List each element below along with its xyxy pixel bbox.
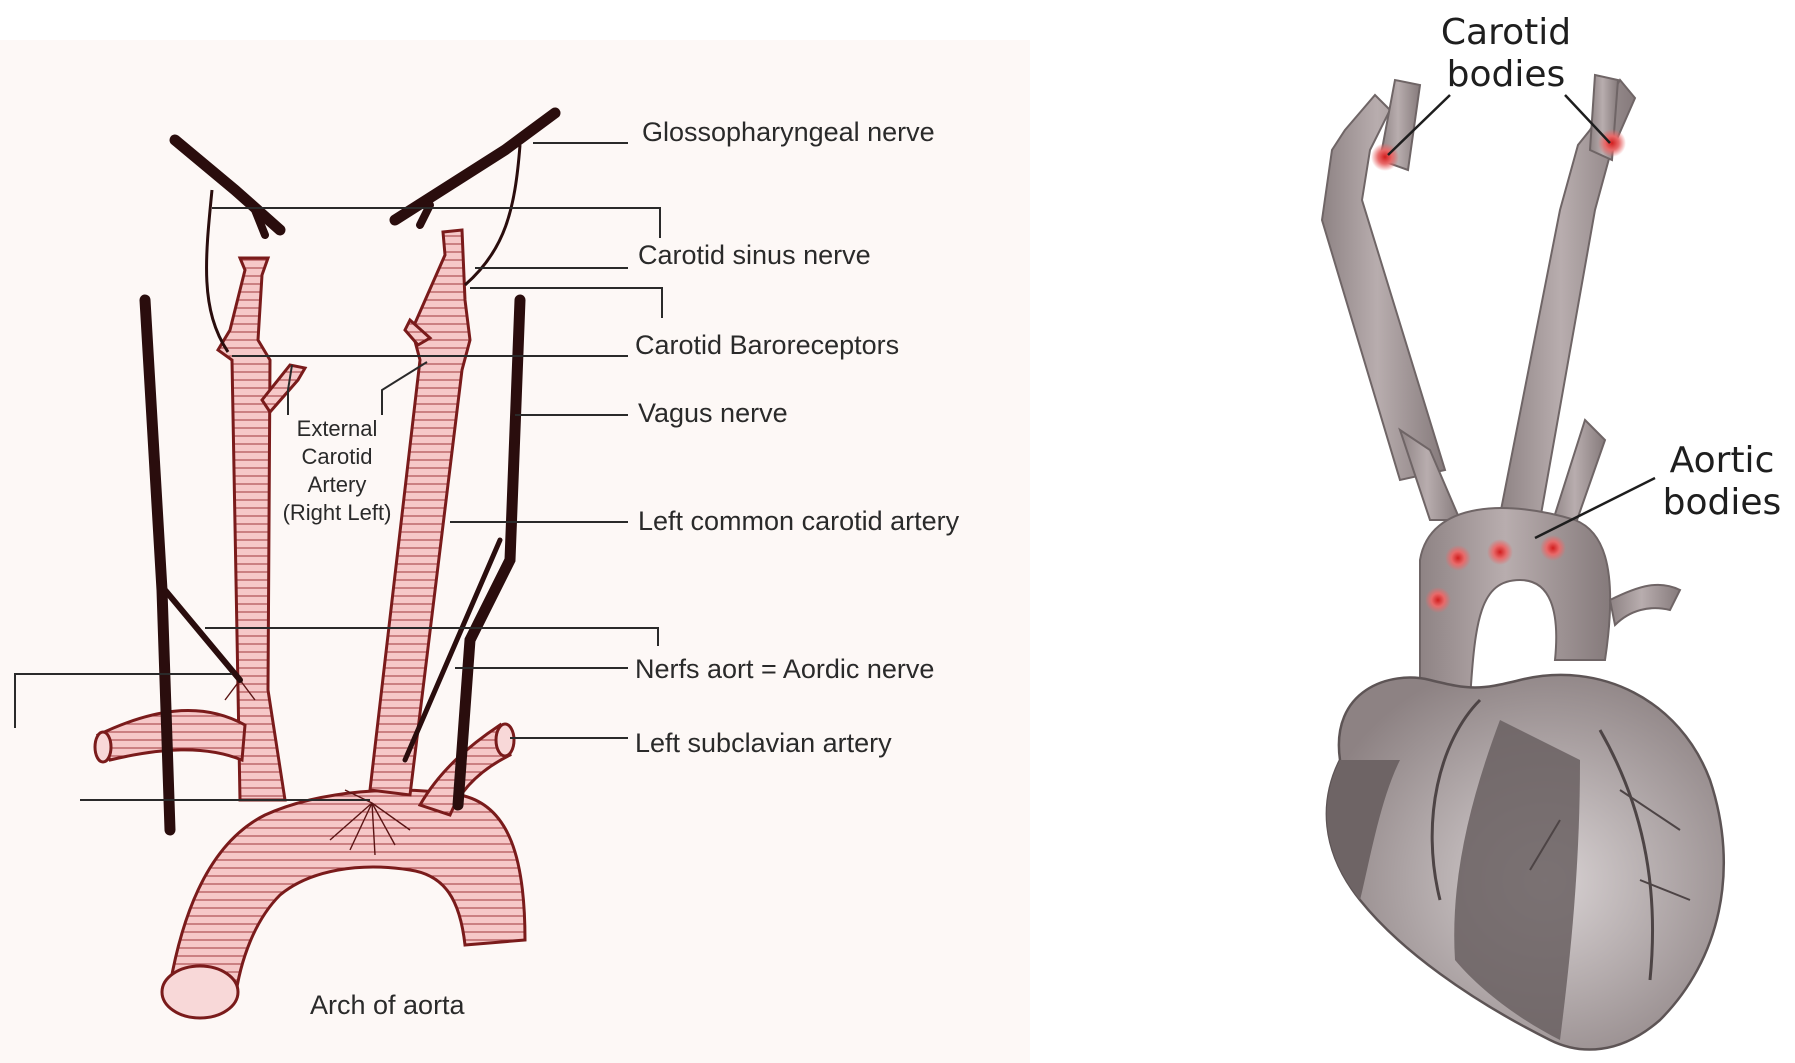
aortic-body-4 bbox=[1425, 587, 1451, 613]
glossopharyngeal-nerves bbox=[169, 107, 561, 239]
label-arch-of-aorta: Arch of aorta bbox=[310, 990, 466, 1020]
label-carotid-baroreceptors: Carotid Baroreceptors bbox=[635, 330, 899, 360]
aortic-body-2 bbox=[1487, 539, 1513, 565]
aortic-nerve-radiations bbox=[224, 679, 411, 856]
leader-lines-left bbox=[14, 142, 663, 801]
label-carotid-sinus-nerve: Carotid sinus nerve bbox=[638, 240, 871, 270]
aortic-body-1 bbox=[1445, 545, 1471, 571]
right-labels: Carotid bodies Aortic bodies bbox=[1441, 12, 1781, 523]
right-common-carotid-artery bbox=[216, 256, 308, 802]
label-external-carotid-artery: External Carotid Artery (Right Left) bbox=[283, 416, 392, 525]
external-line-1: External bbox=[297, 416, 378, 441]
carotid-sinus-nerves bbox=[205, 144, 522, 353]
external-line-4: (Right Left) bbox=[283, 500, 392, 525]
aortic-body-3 bbox=[1540, 535, 1566, 561]
left-common-carotid-artery bbox=[368, 228, 472, 797]
label-left-subclavian-artery: Left subclavian artery bbox=[635, 728, 892, 758]
right-carotid-vessel bbox=[1320, 93, 1447, 482]
label-left-common-carotid-artery: Left common carotid artery bbox=[638, 506, 960, 536]
label-aortic-line-2: bodies bbox=[1663, 482, 1782, 523]
heart-illustration bbox=[1320, 73, 1725, 1051]
vagus-nerves bbox=[139, 294, 526, 836]
label-glossopharyngeal-nerve: Glossopharyngeal nerve bbox=[642, 117, 935, 147]
label-carotid-line-1: Carotid bbox=[1441, 12, 1571, 53]
aortic-body-markers bbox=[1425, 535, 1566, 613]
label-vagus-nerve: Vagus nerve bbox=[638, 398, 788, 428]
left-carotid-vessel bbox=[1498, 78, 1637, 522]
label-aortic-line-1: Aortic bbox=[1670, 440, 1775, 481]
external-line-3: Artery bbox=[308, 472, 367, 497]
aortic-arch bbox=[160, 788, 527, 1020]
label-carotid-line-2: bodies bbox=[1447, 54, 1566, 95]
external-line-2: Carotid bbox=[302, 444, 373, 469]
leader-lines-right bbox=[1387, 94, 1656, 540]
label-aortic-nerve: Nerfs aort = Aordic nerve bbox=[635, 654, 934, 684]
left-labels: Glossopharyngeal nerve Carotid sinus ner… bbox=[283, 117, 960, 1020]
